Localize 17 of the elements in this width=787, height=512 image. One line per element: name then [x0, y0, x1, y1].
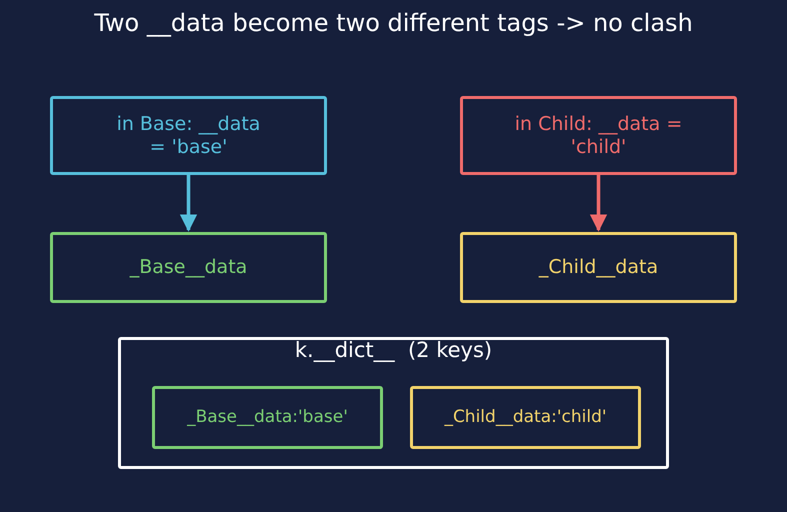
box-text: _Child__data — [538, 256, 658, 279]
dict-container — [118, 337, 669, 469]
container-heading: k.__dict__ (2 keys) — [294, 338, 492, 364]
process-box — [460, 96, 737, 175]
box-text: _Base__data:'base' — [187, 407, 348, 428]
process-box — [410, 386, 641, 449]
arrow — [590, 175, 608, 232]
arrow — [180, 175, 198, 232]
process-box — [460, 232, 737, 303]
process-box — [152, 386, 383, 449]
process-box — [50, 232, 327, 303]
box-text: in Child: __data = 'child' — [514, 112, 684, 158]
box-text: in Base: __data = 'base' — [116, 112, 262, 158]
title: Two __data become two different tags -> no clash — [94, 9, 693, 37]
box-text: _Child__data:'child' — [444, 407, 607, 428]
box-text: _Base__data — [130, 256, 248, 279]
process-box — [50, 96, 327, 175]
